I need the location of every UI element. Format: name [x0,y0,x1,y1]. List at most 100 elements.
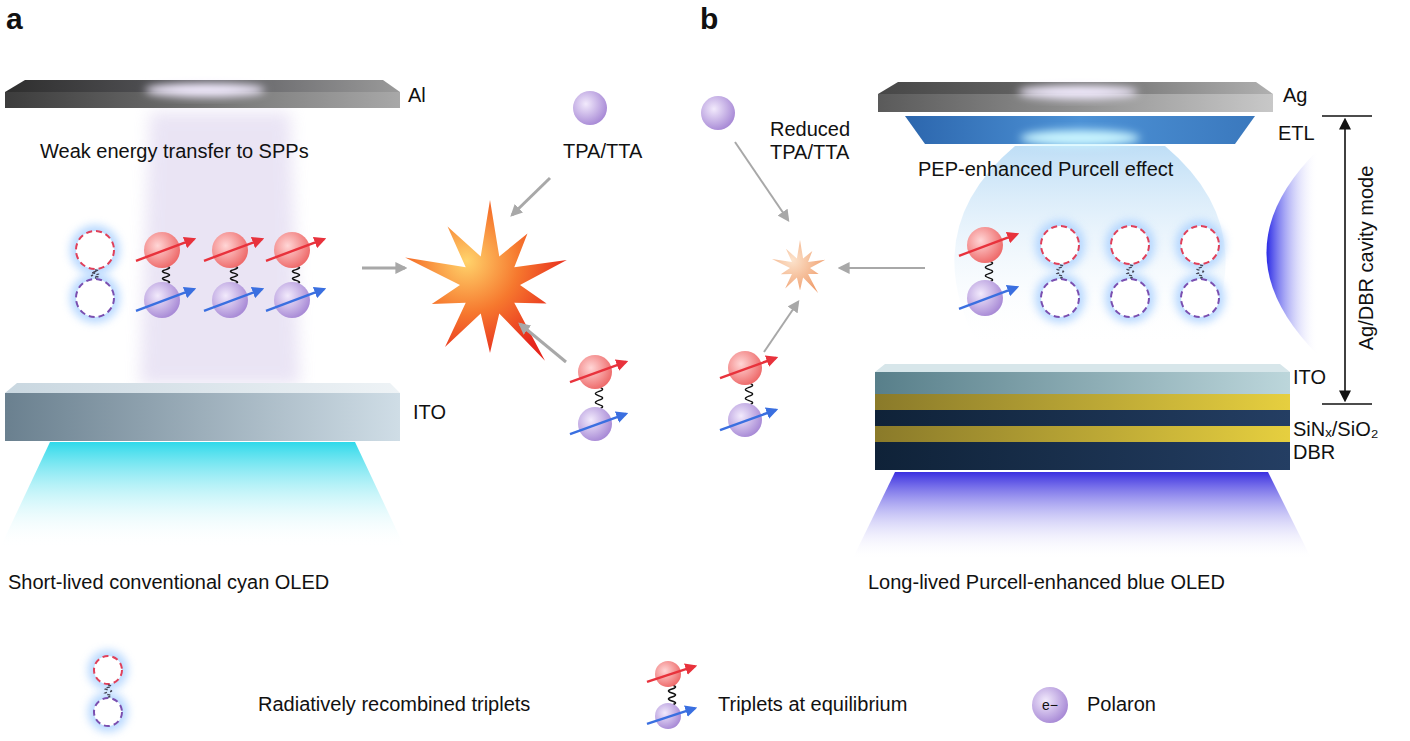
slab-glow [1018,85,1138,99]
wavy-line [162,266,169,284]
wavy-line [668,685,675,705]
legend-icons [88,650,1068,732]
polaron [1032,687,1068,723]
layer-label: Ag [1283,84,1410,107]
process-arrow [362,267,405,270]
blue-emission [852,472,1312,560]
recombined-electron [1041,226,1079,264]
exciton-core [94,698,122,726]
recombined-hole [1041,279,1079,317]
exciton-core [1041,226,1079,264]
text-label: Long-lived Purcell-enhanced blue OLED [868,571,1225,594]
electrode-slab: ETL [905,116,1410,148]
recombined-electron [76,231,114,269]
exciton-core [1181,226,1219,264]
text-label: TPA/TTA [563,140,642,163]
exciton-glow [1105,273,1155,323]
exciton-glow [1175,220,1225,270]
legend-text: Triplets at equilibrium [718,693,907,716]
wavy-line [104,685,111,697]
recombined-hole [1111,279,1149,317]
wavy-line [745,383,752,405]
exciton-glow [1035,220,1085,270]
exciton-core [1041,279,1079,317]
annihilation-burst [405,200,567,361]
slab-top [5,383,400,393]
bracket-line [1344,120,1346,400]
exciton-core [76,231,114,269]
slab-shape [875,364,1345,394]
exciton-core [76,279,114,317]
spin-arrow [720,358,776,378]
electrode-slab: Al [5,80,854,116]
layer-label: SiNₓ/SiO₂ DBR [1293,418,1393,464]
dbr-layer [875,426,1290,442]
dbr-layer [875,410,1290,426]
slab-glow [145,83,265,97]
cyan-emission [0,442,405,548]
text-label: a [6,2,23,37]
recombined-hole [76,279,114,317]
electrode-slab: ITO [5,383,869,443]
process-arrow [512,178,550,215]
recombined-electron [1181,226,1219,264]
recombined-electron [1111,226,1149,264]
spin-arrow [647,666,695,682]
spin-arrow [266,289,324,311]
spin-arrow [647,708,695,724]
electrode-slab: SiNₓ/SiO₂ DBR [875,394,1400,472]
process-arrow [520,324,566,362]
slab-front [5,393,400,441]
exciton-glow [1175,273,1225,323]
recombined-hole [1181,279,1219,317]
exciton-glow [1105,220,1155,270]
wavy-line [1056,265,1063,278]
slab-glow [1020,130,1140,146]
recombined-electron [94,656,122,684]
polaron [573,91,607,125]
dbr-layer [875,394,1290,410]
spin-arrow [136,289,194,311]
wavy-line [1196,265,1203,278]
wavy-line [985,261,992,282]
spin-arrow [136,239,194,261]
spin-arrow [204,239,262,261]
slab-front [875,372,1290,394]
spin-arrow [570,414,626,434]
process-arrow [840,267,925,269]
exciton-glow [70,273,120,323]
text-label: Ag/DBR cavity mode [1355,166,1378,351]
text-label: PEP-enhanced Purcell effect [918,158,1173,181]
wavy-line [91,270,98,278]
spin-arrow [204,289,262,311]
text-label: e− [1042,697,1058,713]
spin-arrow [959,287,1017,309]
annihilation-burst [772,240,825,293]
slab-shape [878,82,1318,120]
text-label: Reduced TPA/TTA [770,118,875,164]
layer-label: ETL [1278,122,1410,145]
spin-arrow [266,239,324,261]
exciton-core [1181,279,1219,317]
exciton-glow [70,225,120,275]
cavity-mode [1267,150,1319,355]
exciton-glow [1035,273,1085,323]
bracket-tick [1322,115,1372,117]
wavy-line [230,266,237,284]
layer-label: ITO [1293,366,1410,389]
spin-arrow [959,234,1017,256]
wavy-line [1126,265,1133,278]
electrode-slab: ITO [875,364,1410,394]
dbr-layer [875,442,1290,458]
process-arrow [764,302,798,352]
exciton-core [94,656,122,684]
exciton-core [1111,226,1149,264]
exciton-core [1111,279,1149,317]
legend-text: Radiatively recombined triplets [258,693,530,716]
exciton-glow [88,650,128,690]
wavy-line [595,387,602,409]
slab-shape [5,383,455,443]
bracket-tick [1322,403,1372,405]
text-label: b [700,2,718,37]
text-label: Short-lived conventional cyan OLED [8,571,329,594]
